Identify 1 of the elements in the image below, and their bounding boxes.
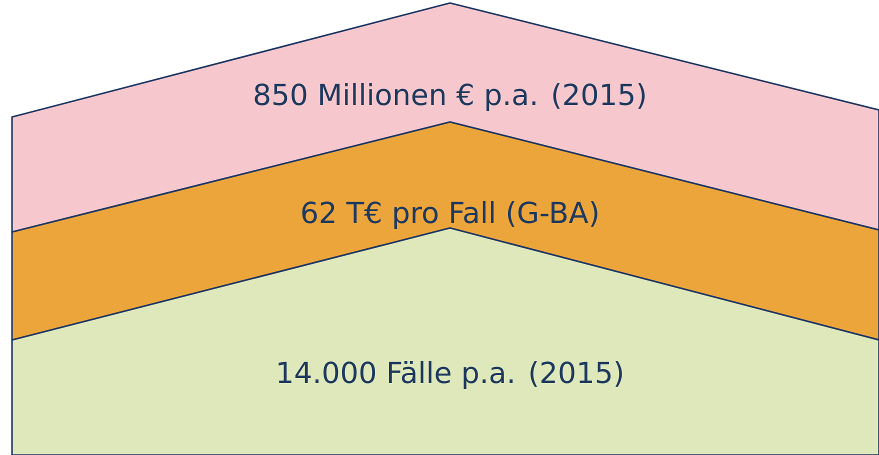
chevron-band: 62 T€ pro Fall (G-BA) (11, 121, 879, 341)
